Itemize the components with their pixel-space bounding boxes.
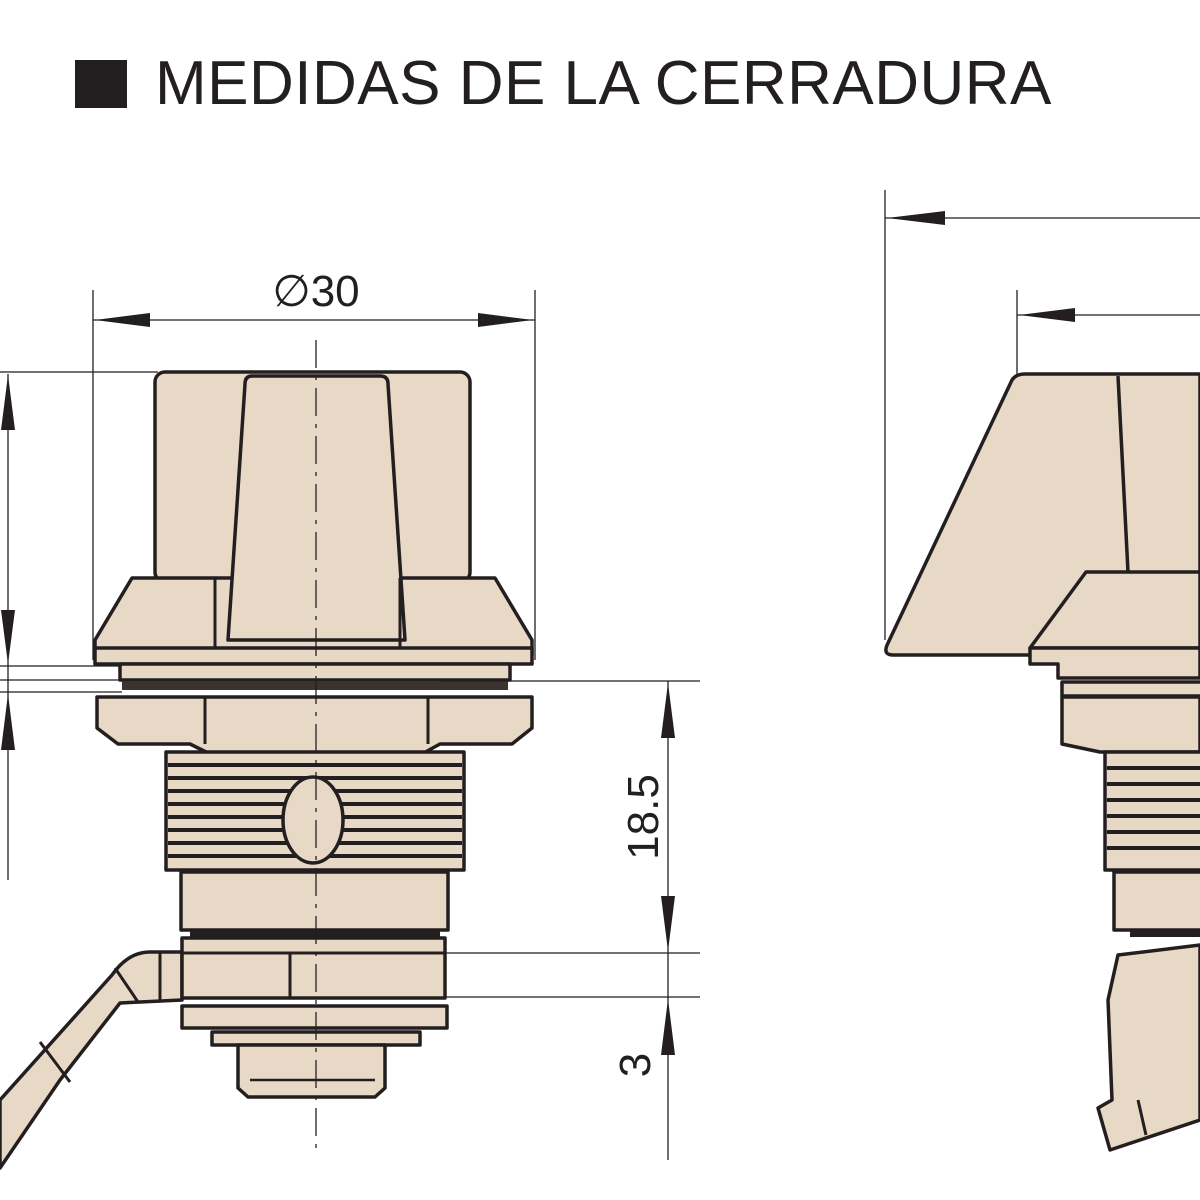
side-flange <box>1028 646 1200 680</box>
side-thread <box>1103 750 1200 872</box>
cam-lever <box>0 950 184 1170</box>
flange <box>93 646 534 666</box>
square-bullet-icon <box>75 59 127 108</box>
cam-thickness-label: 3 <box>611 1053 660 1077</box>
page-title: MEDIDAS DE LA CERRADURA <box>75 48 1052 119</box>
side-thread-lines <box>1107 766 1200 850</box>
dimension-18-5: 18.5 3 <box>440 680 700 1160</box>
side-bezel <box>1028 570 1200 650</box>
side-cam-lever <box>1096 943 1200 1152</box>
body-hole <box>281 775 345 865</box>
height-label: 18.5 <box>619 774 668 860</box>
title-text: MEDIDAS DE LA CERRADURA <box>155 49 1052 118</box>
dark-band <box>190 930 440 937</box>
side-hex-nut <box>1060 695 1200 754</box>
diameter-label: ∅30 <box>272 267 359 316</box>
side-cylinder <box>1112 870 1200 932</box>
serrated-gasket <box>122 681 508 690</box>
side-view <box>884 190 1200 1152</box>
side-ring <box>1060 680 1200 698</box>
dimension-diameter: ∅30 <box>92 267 536 660</box>
cylinder <box>179 870 450 932</box>
side-dark-band <box>1130 930 1200 937</box>
end-nut <box>236 1043 387 1099</box>
cam-plate <box>180 936 447 1000</box>
washer <box>180 1004 449 1030</box>
ring <box>118 662 512 682</box>
front-view <box>0 340 534 1170</box>
dimension-left-height <box>0 371 158 880</box>
hex-nut <box>95 695 534 757</box>
